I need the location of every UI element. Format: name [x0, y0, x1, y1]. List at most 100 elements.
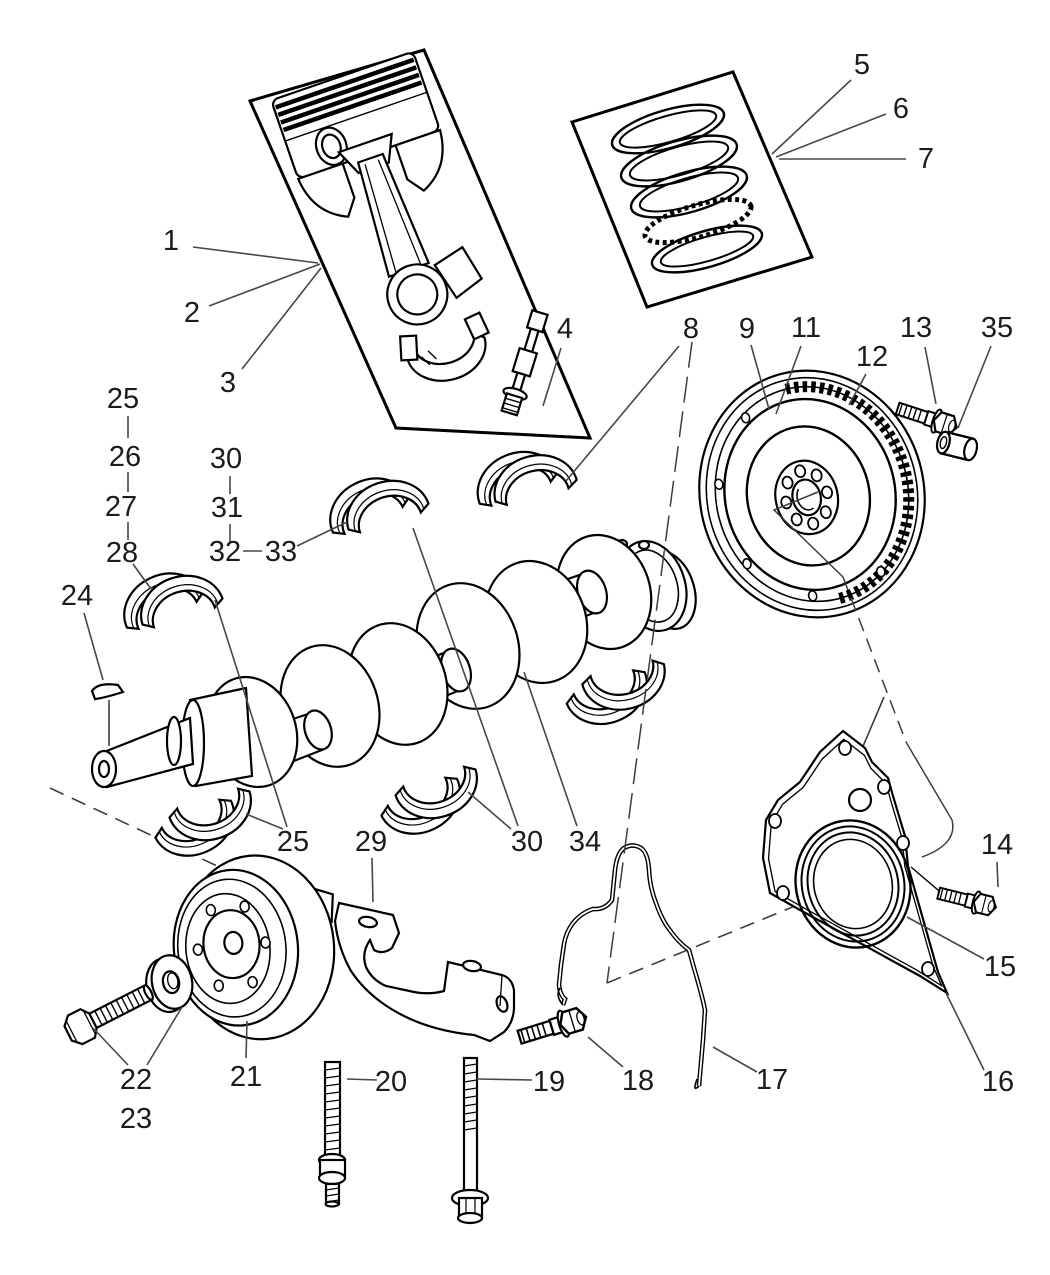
callout-16: 16: [982, 1066, 1014, 1098]
callout-26: 26: [109, 441, 141, 473]
leader-12: [848, 373, 867, 406]
leader-15: [906, 916, 985, 960]
callout-labels: 1 2 3 4 5 6 7 8 9 11 12 13 35 25 26 27 2…: [61, 49, 1016, 1135]
leader-20: [346, 1078, 378, 1081]
flywheel-rim-holes: [714, 412, 886, 602]
leader-28: [132, 563, 152, 590]
callout-18: 18: [622, 1065, 654, 1097]
hub-to-seal-line: [772, 491, 844, 578]
leader-4: [542, 347, 562, 407]
long-dashed-line: [606, 341, 693, 984]
leader-34: [523, 671, 578, 827]
callout-31: 31: [211, 492, 243, 524]
leader-22-b: [146, 1006, 183, 1066]
callout-5: 5: [854, 49, 870, 81]
callout-33: 33: [265, 536, 297, 568]
leader-25-b: [214, 599, 288, 828]
rear-seal-retainer: [761, 729, 950, 996]
callout-27: 27: [105, 491, 137, 523]
callout-25: 25: [277, 826, 309, 858]
callout-17: 17: [756, 1064, 788, 1096]
bearing-lower-right: [561, 658, 676, 737]
callout-8: 8: [683, 313, 699, 345]
callout-29: 29: [355, 826, 387, 858]
callout-34: 34: [569, 826, 601, 858]
damper-washer: [145, 954, 194, 1014]
leader-16: [945, 992, 985, 1071]
leader-6: [775, 113, 887, 158]
callout-6: 6: [893, 93, 909, 125]
leader-35: [957, 345, 992, 429]
callout-2: 2: [184, 297, 200, 329]
leader-30-a: [412, 527, 519, 827]
callout-19: 19: [533, 1066, 565, 1098]
callout-24: 24: [61, 580, 93, 612]
hub-to-seal-line-dashed: [842, 576, 907, 743]
bearing-lower-middle: [374, 764, 491, 849]
leader-5: [771, 79, 852, 155]
leader-19: [476, 1078, 533, 1081]
callout-30-stack: 30: [210, 443, 242, 475]
rod-bearing-cap: [398, 311, 491, 382]
long-bolt: [450, 1056, 490, 1225]
callout-21: 21: [230, 1061, 262, 1093]
leader-17: [712, 1046, 758, 1073]
leader-30-b: [467, 791, 512, 830]
callout-12: 12: [856, 341, 888, 373]
piston-rings-box: [569, 70, 815, 309]
gasket: [556, 843, 708, 1090]
callout-13: 13: [900, 312, 932, 344]
dashed-edge-left: [49, 787, 231, 873]
retainer-bolt: [934, 881, 1000, 920]
leader-25-a: [245, 813, 284, 830]
damper-bolt: [63, 983, 154, 1046]
rod-bolt: [500, 308, 549, 417]
leader-8: [565, 345, 680, 482]
leader-1: [192, 246, 319, 264]
support-bracket: [333, 901, 516, 1043]
callout-23: 23: [120, 1103, 152, 1135]
leader-21: [245, 1020, 248, 1059]
crank-rear-seal: [794, 819, 912, 949]
retainer-bolt-holes: [768, 740, 935, 977]
leader-13: [924, 346, 937, 405]
crankshaft-key: [90, 683, 125, 746]
callout-20: 20: [375, 1066, 407, 1098]
leader-18: [587, 1036, 624, 1068]
leader-22-a: [92, 1027, 129, 1066]
bearing-upper-right: [464, 435, 578, 513]
callout-35: 35: [981, 312, 1013, 344]
callout-30: 30: [511, 826, 543, 858]
callout-28: 28: [106, 537, 138, 569]
callout-3: 3: [220, 367, 236, 399]
leader-11: [775, 345, 802, 415]
stud: [317, 1060, 347, 1208]
oil-ring-expander: [642, 196, 754, 246]
callout-11: 11: [791, 312, 821, 344]
leader-3: [241, 267, 322, 370]
leader-9: [750, 344, 770, 410]
leader-14: [996, 861, 999, 888]
callout-15: 15: [984, 951, 1016, 983]
leader-lines: [83, 79, 999, 1081]
leader-33: [296, 521, 348, 547]
bracket-bolt: [514, 1002, 592, 1052]
callout-22: 22: [120, 1064, 152, 1096]
callout-7: 7: [918, 143, 934, 175]
leader-24: [83, 612, 104, 681]
leader-2: [208, 263, 321, 307]
callout-1: 1: [163, 225, 179, 257]
reference-lines: [606, 341, 954, 984]
piston-and-connecting-rod: [271, 52, 549, 417]
dashed-edge-bottom-right: [606, 905, 796, 984]
callout-32: 32: [209, 536, 241, 568]
callout-25-stack: 25: [107, 383, 139, 415]
piston-rings: [610, 103, 764, 274]
damper-holes: [192, 900, 271, 992]
vibration-damper: [172, 854, 336, 1041]
hub-to-seal-line-end: [905, 741, 954, 858]
callout-4: 4: [557, 313, 573, 345]
callout-9: 9: [739, 313, 755, 345]
